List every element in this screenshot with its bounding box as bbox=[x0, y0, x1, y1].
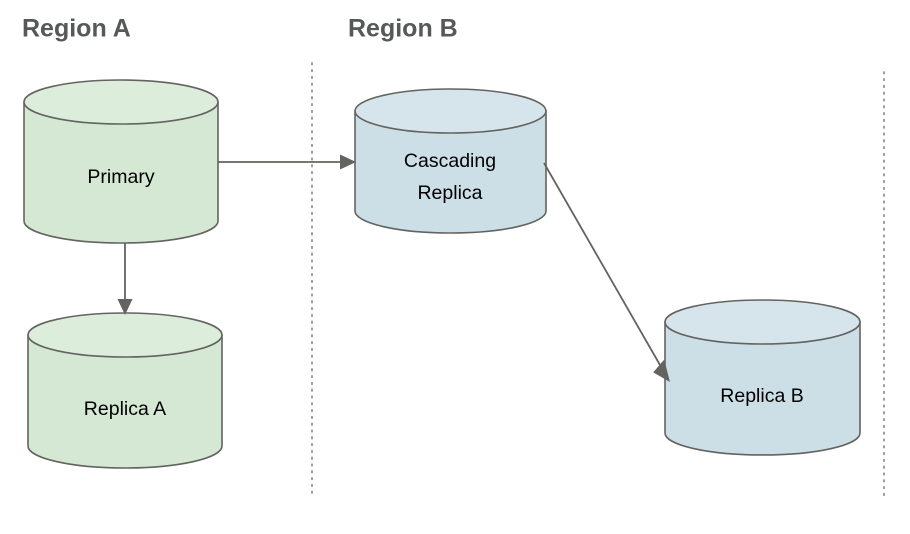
region-a-label: Region A bbox=[22, 15, 131, 43]
edge-primary-to-cascading-replica bbox=[218, 154, 356, 170]
region-b-label: Region B bbox=[348, 15, 458, 43]
cascading-replica-label-line-2: Replica bbox=[417, 182, 482, 204]
edge-cascading-replica-to-replica-b bbox=[543, 162, 670, 382]
node-primary[interactable]: Primary bbox=[23, 79, 219, 244]
cascading-replica-cylinder-top bbox=[354, 88, 547, 134]
primary-cylinder-top bbox=[23, 79, 219, 125]
cascading-replica-label-line-1: Cascading bbox=[404, 150, 496, 172]
node-replica-a[interactable]: Replica A bbox=[27, 312, 223, 469]
replica-b-cylinder-top bbox=[664, 299, 861, 345]
edge-primary-to-replica-a bbox=[117, 243, 133, 315]
replica-b-label: Replica B bbox=[720, 385, 803, 407]
replica-a-label: Replica A bbox=[84, 398, 166, 420]
edge-cascading-replica-to-replica-b-arrowhead bbox=[653, 359, 670, 382]
replica-a-cylinder-top bbox=[27, 312, 223, 358]
edge-primary-to-replica-a-arrowhead bbox=[117, 299, 133, 315]
primary-label: Primary bbox=[87, 166, 154, 188]
primary-cylinder-body bbox=[23, 101, 219, 244]
node-replica-b[interactable]: Replica B bbox=[664, 299, 861, 456]
cascading-replica-cylinder-body bbox=[354, 110, 547, 234]
replica-a-cylinder-body bbox=[27, 334, 223, 469]
replica-b-cylinder-body bbox=[664, 321, 861, 456]
edge-cascading-replica-to-replica-b-line bbox=[543, 162, 661, 366]
node-cascading-replica[interactable]: Cascading Replica bbox=[354, 88, 547, 234]
edge-primary-to-cascading-replica-arrowhead bbox=[340, 154, 356, 170]
